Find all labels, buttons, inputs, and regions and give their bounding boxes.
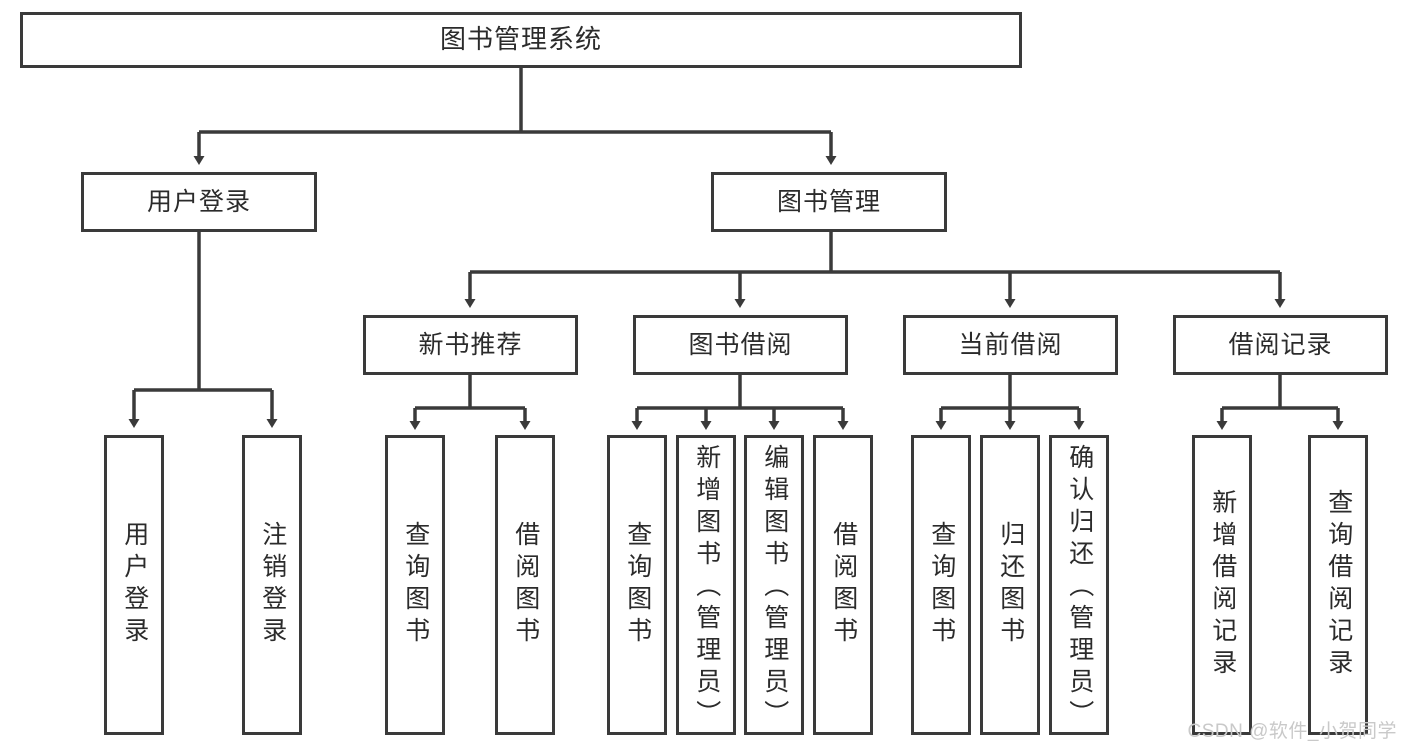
leaf-confirm-return-admin[interactable]: 确认归还（管理员） bbox=[1049, 435, 1109, 735]
node-book-management[interactable]: 图书管理 bbox=[711, 172, 947, 232]
node-book-borrowing[interactable]: 图书借阅 bbox=[633, 315, 848, 375]
leaf-user-login[interactable]: 用户登录 bbox=[104, 435, 164, 735]
leaf-edit-book-admin[interactable]: 编辑图书（管理员） bbox=[744, 435, 804, 735]
csdn-watermark: CSDN @软件_小贺同学 bbox=[1187, 721, 1397, 742]
leaf-return-book[interactable]: 归还图书 bbox=[980, 435, 1040, 735]
node-new-book-recommendation[interactable]: 新书推荐 bbox=[363, 315, 578, 375]
leaf-lend-book[interactable]: 借阅图书 bbox=[813, 435, 873, 735]
leaf-query-book-current[interactable]: 查询图书 bbox=[911, 435, 971, 735]
node-user-login[interactable]: 用户登录 bbox=[81, 172, 317, 232]
leaf-add-borrow-record[interactable]: 新增借阅记录 bbox=[1192, 435, 1252, 735]
leaf-query-borrow-record[interactable]: 查询借阅记录 bbox=[1308, 435, 1368, 735]
leaf-query-book-borrow[interactable]: 查询图书 bbox=[607, 435, 667, 735]
leaf-add-book-admin[interactable]: 新增图书（管理员） bbox=[676, 435, 736, 735]
leaf-query-book-newbook[interactable]: 查询图书 bbox=[385, 435, 445, 735]
node-current-borrowing[interactable]: 当前借阅 bbox=[903, 315, 1118, 375]
leaf-logout[interactable]: 注销登录 bbox=[242, 435, 302, 735]
leaf-borrow-book-newbook[interactable]: 借阅图书 bbox=[495, 435, 555, 735]
node-borrowing-records[interactable]: 借阅记录 bbox=[1173, 315, 1388, 375]
node-root-book-management-system[interactable]: 图书管理系统 bbox=[20, 12, 1022, 68]
